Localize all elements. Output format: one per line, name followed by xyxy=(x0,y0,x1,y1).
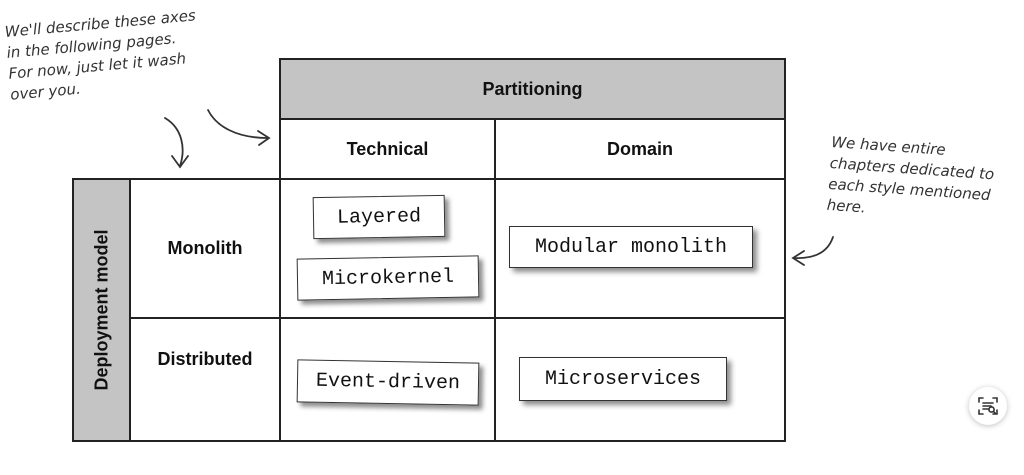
right-arrow-icon xyxy=(207,109,269,139)
deployment-model-header: Deployment model xyxy=(72,178,131,442)
layered-card: Layered xyxy=(312,194,446,240)
event-driven-card: Event-driven xyxy=(296,359,480,406)
distributed-header: Distributed xyxy=(129,317,281,442)
domain-header: Domain xyxy=(494,118,786,180)
monolith-header: Monolith xyxy=(129,178,281,319)
microservices-card: Microservices xyxy=(519,357,727,401)
left-arrow-icon xyxy=(793,236,834,259)
modular-monolith-card: Modular monolith xyxy=(509,226,753,268)
deployment-model-label: Deployment model xyxy=(91,229,111,391)
partitioning-header: Partitioning xyxy=(279,58,786,120)
down-arrow-icon xyxy=(164,117,184,167)
microkernel-card: Microkernel xyxy=(296,255,480,301)
down-arrow-head-icon xyxy=(171,155,189,169)
visual-search-icon xyxy=(978,397,998,415)
right-arrow-head-icon xyxy=(257,130,271,146)
visual-search-button[interactable] xyxy=(969,387,1007,425)
left-arrow-head-icon xyxy=(791,250,805,266)
technical-header: Technical xyxy=(279,118,496,180)
